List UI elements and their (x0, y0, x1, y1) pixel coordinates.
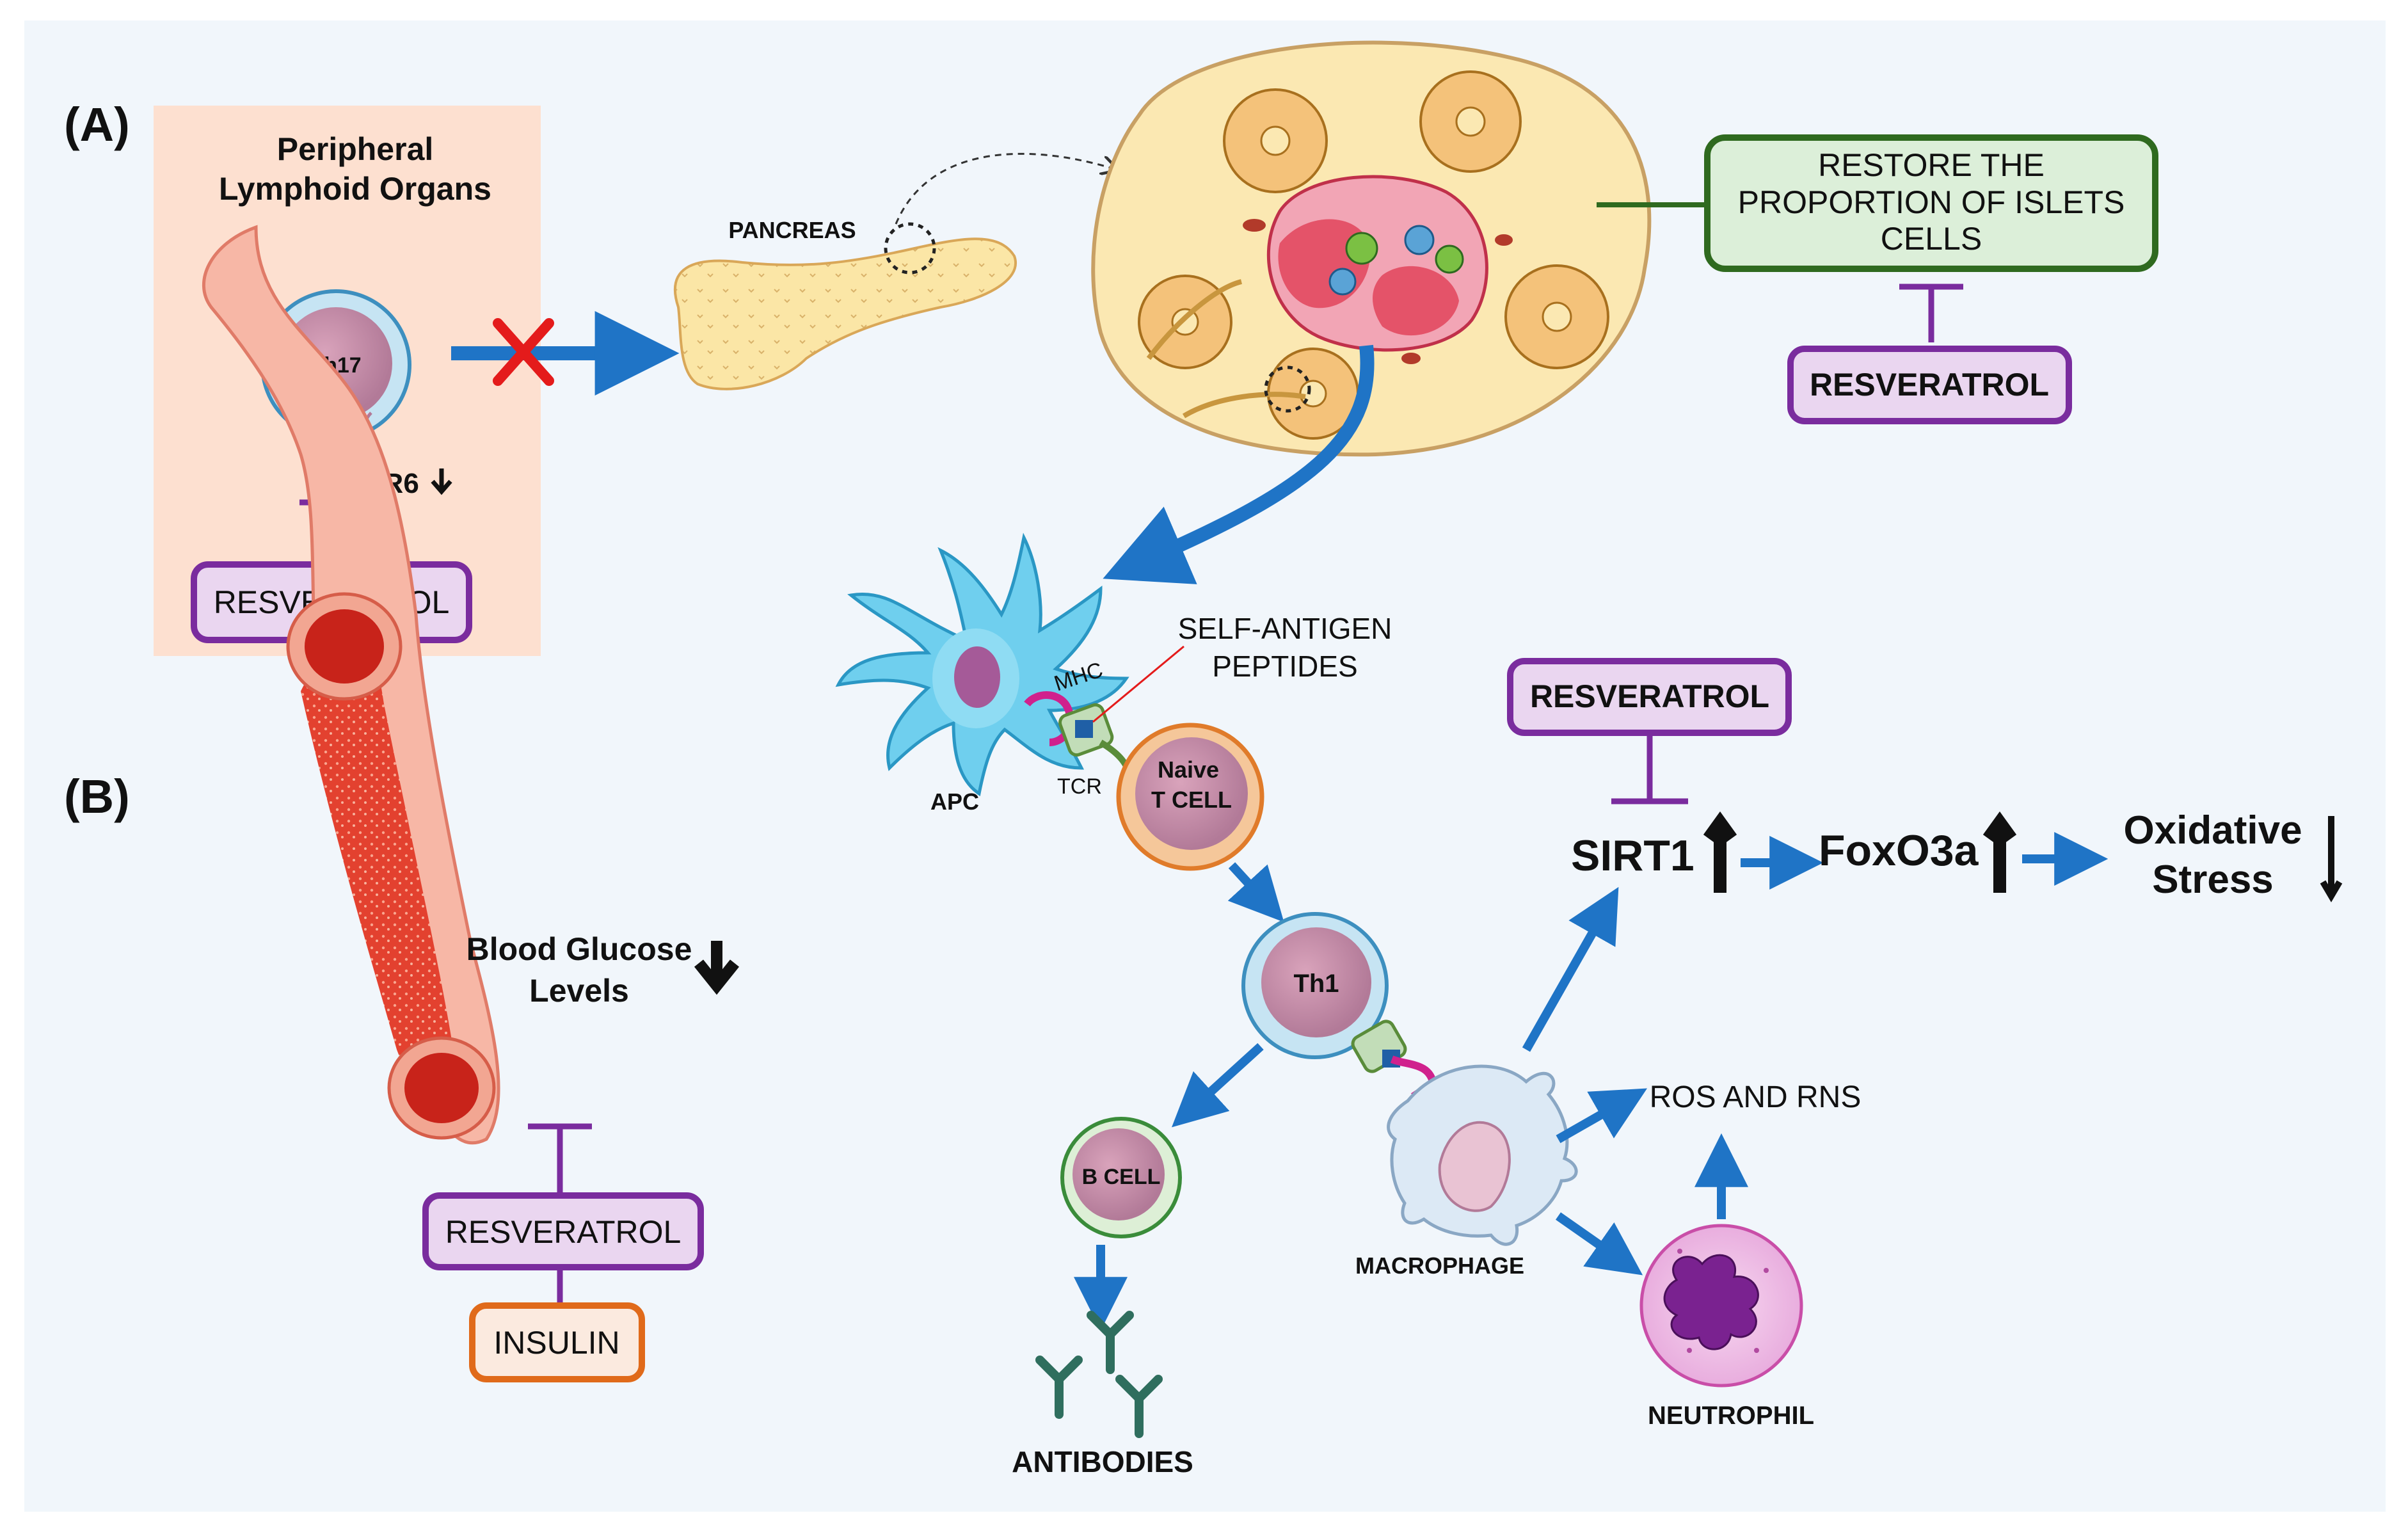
neutrophil-cell (1639, 1224, 1803, 1388)
acinus-center (1171, 106, 1572, 408)
macrophage-label: MACROPHAGE (1355, 1252, 1524, 1279)
self-antigen-pointer (1092, 645, 1184, 723)
macrophage-to-neutrophil-arrow (1555, 1212, 1643, 1276)
th1-label: Th1 (1293, 970, 1339, 998)
peripheral-title-line2: Lymphoid Organs (219, 171, 491, 207)
antibodies-label: ANTIBODIES (1012, 1445, 1193, 1478)
apc-label: APC (930, 788, 979, 815)
apc-cell (835, 532, 1129, 797)
pancreas-organ (674, 222, 1017, 390)
oxidative-line2: Stress (2152, 858, 2274, 902)
restore-line3: CELLS (1881, 221, 1982, 257)
naive-to-th1-arrow (1227, 862, 1284, 922)
insulin-label: INSULIN (493, 1325, 619, 1361)
naive-t-cell: Naive T CELL (1116, 723, 1264, 871)
resveratrol-label-islets: RESVERATROL (1810, 367, 2049, 403)
sirt1-up-arrow (1703, 811, 1737, 893)
restore-islets-box (1704, 134, 2158, 272)
th1-to-bcell-arrow (1171, 1043, 1264, 1128)
pancreas-label: PANCREAS (728, 217, 856, 243)
resveratrol-label-glucose: RESVERATROL (445, 1214, 682, 1250)
resveratrol-label-sirt1: RESVERATROL (1530, 678, 1769, 714)
blood-vessel (202, 225, 500, 1145)
pancreatic-islet-section (1091, 40, 1652, 457)
restore-line2: PROPORTION OF ISLETS (1738, 184, 2125, 220)
tcr-label: TCR (1057, 774, 1102, 799)
zoom-dashed-arrow (895, 152, 1117, 225)
macrophage-to-sirt1-arrow (1522, 886, 1619, 1052)
neutrophil-label: NEUTROPHIL (1648, 1402, 1814, 1430)
panel-label-a: (A) (64, 98, 130, 151)
islets-inhibition-line (1899, 284, 1963, 342)
blood-glucose-line2: Levels (529, 973, 629, 1009)
resveratrol-box-glucose (422, 1192, 704, 1270)
b-cell: B CELL (1060, 1117, 1182, 1238)
insulin-box (469, 1302, 645, 1382)
glucose-inhibition-line (528, 1123, 592, 1194)
blocked-migration-arrow (451, 311, 680, 396)
b-cell-label: B CELL (1082, 1165, 1161, 1189)
panel-label-b: (B) (64, 770, 130, 823)
peripheral-title-line1: Peripheral (277, 131, 434, 167)
oxidative-down-arrow (2320, 816, 2343, 902)
macrophage-to-ros-arrow (1556, 1088, 1648, 1144)
naive-label-line2: T CELL (1151, 787, 1232, 813)
resveratrol-box-islets (1787, 346, 2072, 424)
foxo3a-label: FoxO3a (1819, 826, 1979, 875)
ros-rns-label: ROS AND RNS (1650, 1080, 1862, 1114)
resveratrol-box-sirt1 (1507, 658, 1792, 736)
blood-glucose-line1: Blood Glucose (466, 931, 692, 967)
sirt1-inhibition-line (1611, 736, 1688, 804)
oxidative-line1: Oxidative (2123, 808, 2302, 852)
naive-label-line1: Naive (1158, 756, 1219, 783)
blood-glucose-down-arrow (694, 941, 740, 995)
foxo3a-up-arrow (1982, 811, 2017, 893)
ccr6-down-arrow (431, 468, 452, 495)
self-antigen-line2: PEPTIDES (1212, 650, 1358, 683)
sirt1-label: SIRT1 (1571, 831, 1694, 880)
macrophage-cell (1387, 1064, 1578, 1246)
self-antigen-line1: SELF-ANTIGEN (1178, 612, 1392, 645)
antibodies-group (1035, 1311, 1163, 1438)
islet-to-apc-arrow (1103, 344, 1375, 584)
restore-line1: RESTORE THE (1818, 147, 2045, 183)
